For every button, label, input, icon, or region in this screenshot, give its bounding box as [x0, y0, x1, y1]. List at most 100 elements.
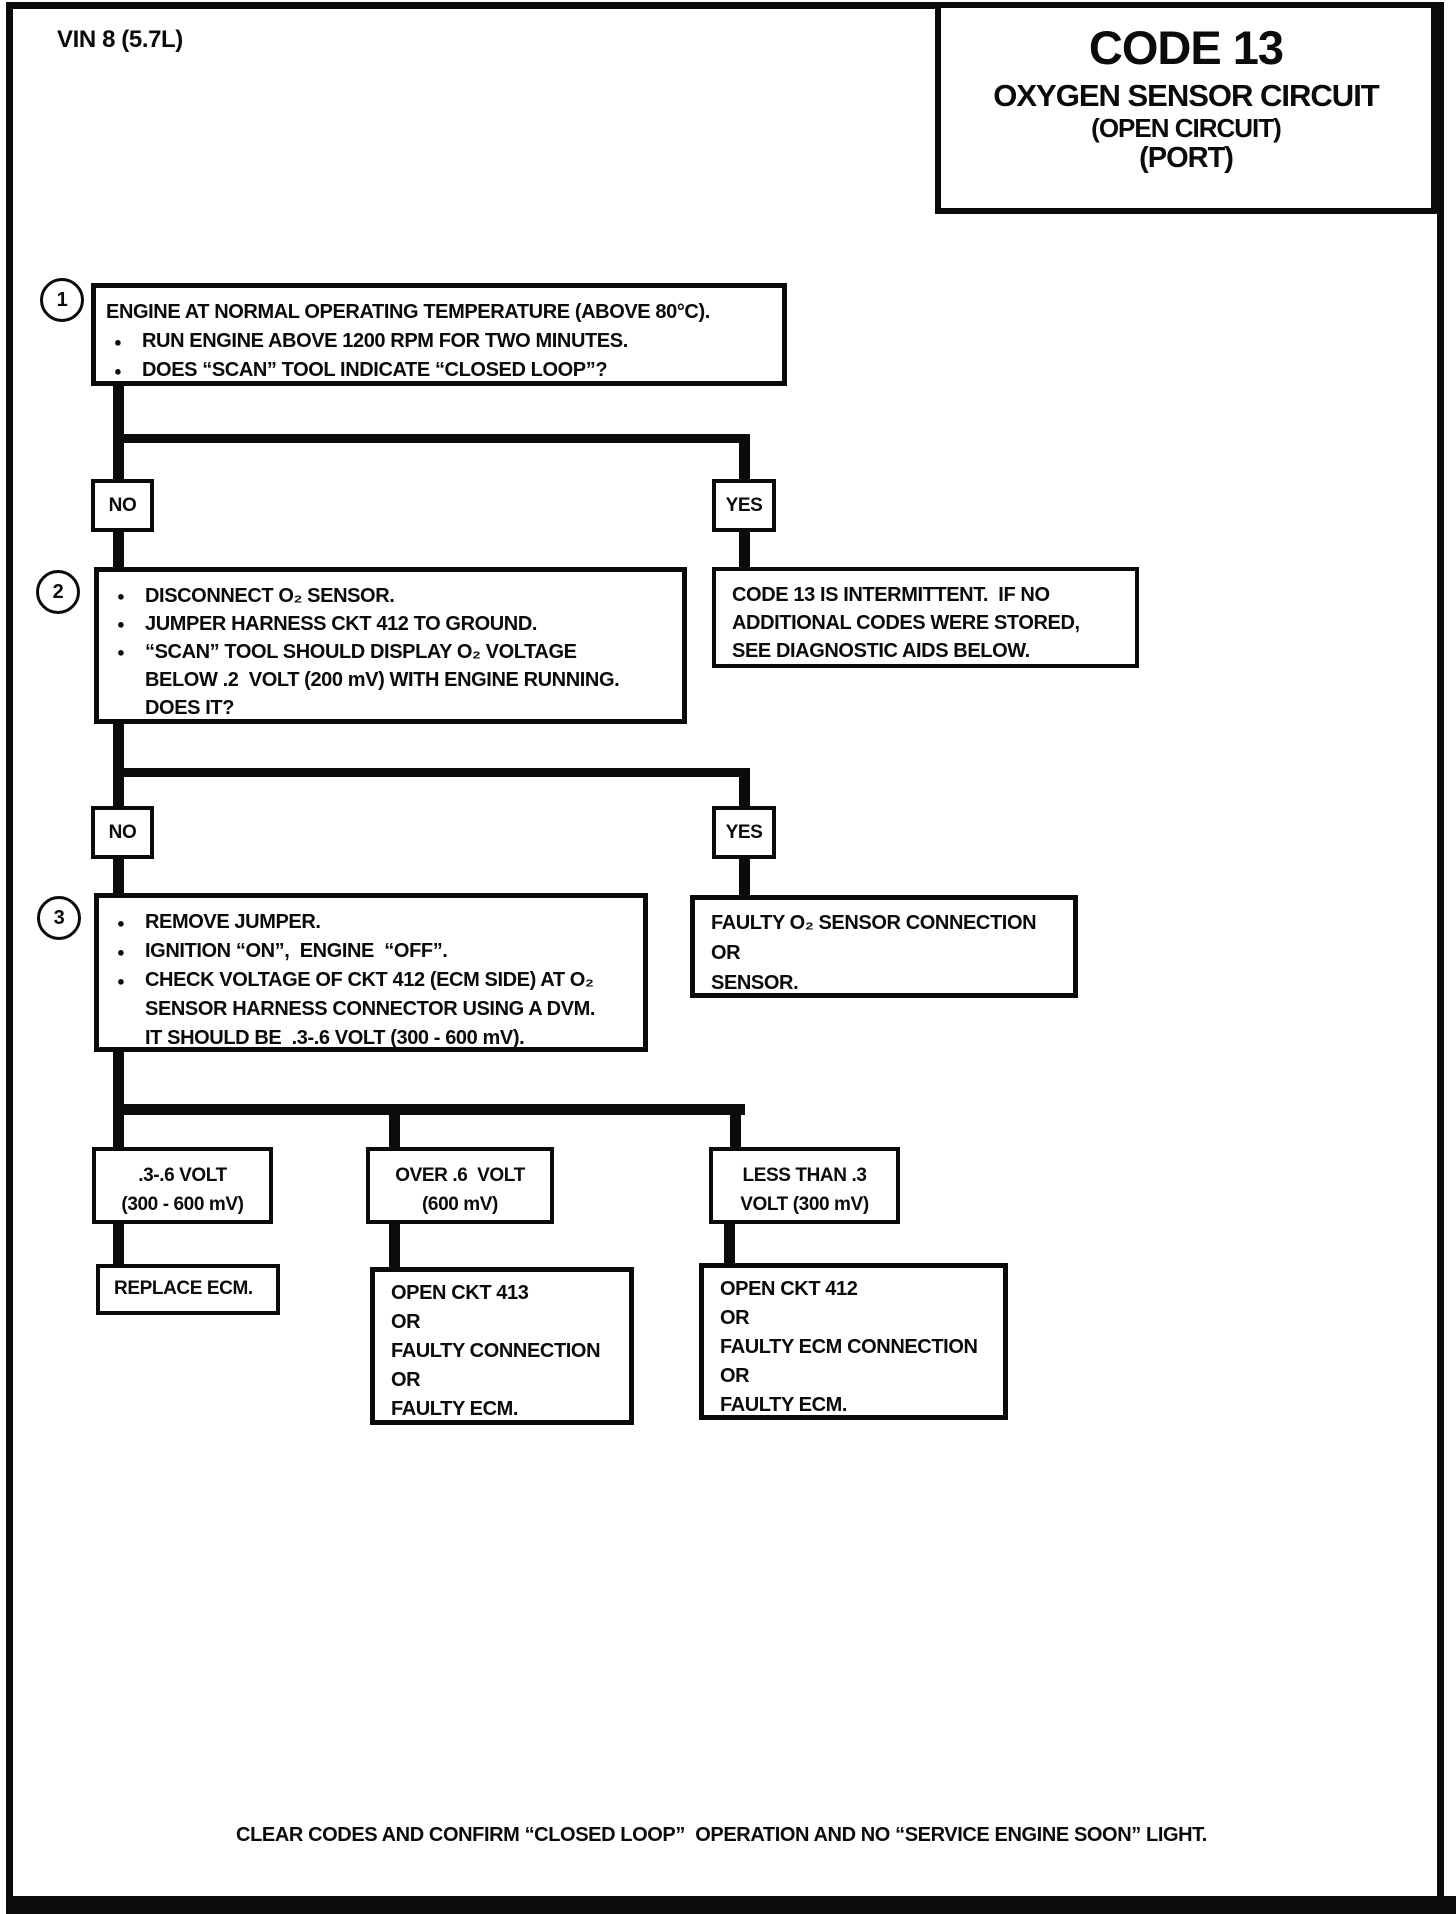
step-3-line: REMOVE JUMPER. — [145, 911, 321, 933]
connector-branch2-no-drop — [113, 777, 124, 806]
bullet-icon: ● — [114, 363, 122, 378]
step-2-line: DISCONNECT O₂ SENSOR. — [145, 585, 395, 607]
faulty-sensor-line: SENSOR. — [711, 972, 799, 994]
step-2-line: DOES IT? — [145, 697, 235, 719]
open-ckt-413-line: FAULTY ECM. — [391, 1398, 519, 1420]
connector-branch2-yes-drop — [739, 777, 750, 806]
connector-step2-spine — [113, 724, 124, 768]
connector-branch1-no-drop — [113, 443, 124, 479]
volt-range-box: .3-.6 VOLT (300 - 600 mV) — [92, 1147, 273, 1224]
step-1-box: ENGINE AT NORMAL OPERATING TEMPERATURE (… — [91, 283, 787, 386]
bullet-icon: ● — [114, 334, 122, 349]
step-2-line: BELOW .2 VOLT (200 mV) WITH ENGINE RUNNI… — [145, 669, 620, 691]
bullet-icon: ● — [117, 973, 125, 988]
connector-branch3-drop-2 — [389, 1115, 400, 1147]
open-ckt-412-line: OPEN CKT 412 — [720, 1278, 858, 1300]
connector-branch3-drop-1 — [113, 1115, 124, 1147]
bullet-icon: ● — [117, 588, 125, 604]
volt-over-line: (600 mV) — [421, 1194, 498, 1215]
connector-branch2-horizontal — [113, 768, 750, 777]
open-ckt-412-line: FAULTY ECM CONNECTION — [720, 1336, 978, 1358]
replace-ecm-line: REPLACE ECM. — [114, 1278, 253, 1299]
step-3-line: IGNITION “ON”, ENGINE “OFF”. — [145, 940, 448, 962]
step-1-line: DOES “SCAN” TOOL INDICATE “CLOSED LOOP”? — [142, 359, 608, 381]
step-number-3: 3 — [53, 907, 65, 929]
title-subtitle: OXYGEN SENSOR CIRCUIT — [993, 78, 1380, 113]
page-border-left — [6, 2, 13, 1906]
code13-intermittent-box: CODE 13 IS INTERMITTENT. IF NO ADDITIONA… — [712, 567, 1139, 668]
decision-no-1: NO — [91, 479, 154, 532]
volt-under-line: LESS THAN .3 — [742, 1165, 867, 1186]
step-2-box: ● DISCONNECT O₂ SENSOR. ● JUMPER HARNESS… — [94, 567, 687, 724]
faulty-sensor-box: FAULTY O₂ SENSOR CONNECTION OR SENSOR. — [690, 895, 1078, 998]
code13-intermittent-line: ADDITIONAL CODES WERE STORED, — [732, 612, 1080, 634]
open-ckt-413-line: OR — [391, 1369, 421, 1391]
decision-no-2: NO — [91, 806, 154, 859]
connector-result1-drop — [113, 1224, 124, 1264]
connector-no1-step2 — [113, 532, 124, 567]
open-ckt-413-line: OR — [391, 1311, 421, 1333]
page-bottom-bar — [6, 1896, 1456, 1914]
bullet-icon: ● — [117, 644, 125, 660]
decision-yes-2-label: YES — [725, 821, 763, 843]
step-3-box: ● REMOVE JUMPER. ● IGNITION “ON”, ENGINE… — [94, 893, 648, 1052]
volt-range-line: (300 - 600 mV) — [121, 1194, 244, 1215]
step-3-line: SENSOR HARNESS CONNECTOR USING A DVM. — [145, 998, 596, 1020]
connector-step1-spine — [113, 386, 124, 434]
faulty-sensor-line: FAULTY O₂ SENSOR CONNECTION — [711, 912, 1037, 934]
code13-intermittent-line: CODE 13 IS INTERMITTENT. IF NO — [732, 584, 1050, 606]
connector-no2-step3 — [113, 859, 124, 893]
open-ckt-413-line: FAULTY CONNECTION — [391, 1340, 601, 1362]
code13-intermittent-line: SEE DIAGNOSTIC AIDS BELOW. — [732, 640, 1030, 662]
step-3-line: IT SHOULD BE .3-.6 VOLT (300 - 600 mV). — [145, 1027, 525, 1049]
connector-yes2-result — [739, 859, 750, 895]
faulty-sensor-line: OR — [711, 942, 741, 964]
title-open-circuit: (OPEN CIRCUIT) — [1091, 113, 1282, 143]
open-ckt-412-line: FAULTY ECM. — [720, 1394, 848, 1416]
decision-yes-1: YES — [712, 479, 776, 532]
connector-branch1-horizontal — [113, 434, 750, 443]
connector-branch3-horizontal — [113, 1104, 745, 1115]
vin-label: VIN 8 (5.7L) — [57, 26, 183, 53]
decision-yes-1-label: YES — [725, 494, 763, 516]
title-port: (PORT) — [1139, 142, 1234, 174]
page-border-right — [1437, 2, 1444, 1896]
bullet-icon: ● — [117, 616, 125, 632]
decision-no-1-label: NO — [108, 494, 137, 516]
decision-no-2-label: NO — [108, 821, 137, 843]
connector-branch3-drop-3 — [730, 1115, 741, 1147]
connector-yes1-result — [739, 532, 750, 567]
page-border-top — [6, 2, 1444, 9]
connector-branch1-yes-drop — [739, 443, 750, 479]
step-2-line: JUMPER HARNESS CKT 412 TO GROUND. — [145, 613, 538, 635]
open-ckt-413-line: OPEN CKT 413 — [391, 1282, 529, 1304]
replace-ecm-box: REPLACE ECM. — [96, 1264, 280, 1315]
volt-under-line: VOLT (300 mV) — [740, 1194, 869, 1215]
step-1-line: ENGINE AT NORMAL OPERATING TEMPERATURE (… — [106, 301, 710, 323]
step-number-2: 2 — [52, 581, 64, 603]
open-ckt-412-box: OPEN CKT 412 OR FAULTY ECM CONNECTION OR… — [699, 1263, 1008, 1420]
bullet-icon: ● — [117, 944, 125, 959]
title-code: CODE 13 — [1088, 21, 1284, 74]
step-circle-2: 2 — [36, 570, 80, 614]
step-circle-1: 1 — [40, 278, 84, 322]
connector-result2-drop — [389, 1224, 400, 1267]
volt-range-line: .3-.6 VOLT — [138, 1165, 227, 1186]
open-ckt-413-box: OPEN CKT 413 OR FAULTY CONNECTION OR FAU… — [370, 1267, 634, 1425]
step-3-line: CHECK VOLTAGE OF CKT 412 (ECM SIDE) AT O… — [145, 969, 594, 991]
volt-over-box: OVER .6 VOLT (600 mV) — [366, 1147, 554, 1224]
step-2-line: “SCAN” TOOL SHOULD DISPLAY O₂ VOLTAGE — [145, 641, 577, 663]
open-ckt-412-line: OR — [720, 1307, 750, 1329]
bullet-icon: ● — [117, 915, 125, 930]
footer-note: CLEAR CODES AND CONFIRM “CLOSED LOOP” OP… — [236, 1824, 1207, 1846]
volt-under-box: LESS THAN .3 VOLT (300 mV) — [709, 1147, 900, 1224]
connector-step3-spine — [113, 1052, 124, 1104]
title-box: CODE 13 OXYGEN SENSOR CIRCUIT (OPEN CIRC… — [935, 2, 1437, 214]
volt-over-line: OVER .6 VOLT — [395, 1165, 525, 1186]
step-circle-3: 3 — [37, 896, 81, 940]
connector-result3-drop — [724, 1224, 735, 1263]
step-1-line: RUN ENGINE ABOVE 1200 RPM FOR TWO MINUTE… — [142, 330, 628, 352]
decision-yes-2: YES — [712, 806, 776, 859]
open-ckt-412-line: OR — [720, 1365, 750, 1387]
